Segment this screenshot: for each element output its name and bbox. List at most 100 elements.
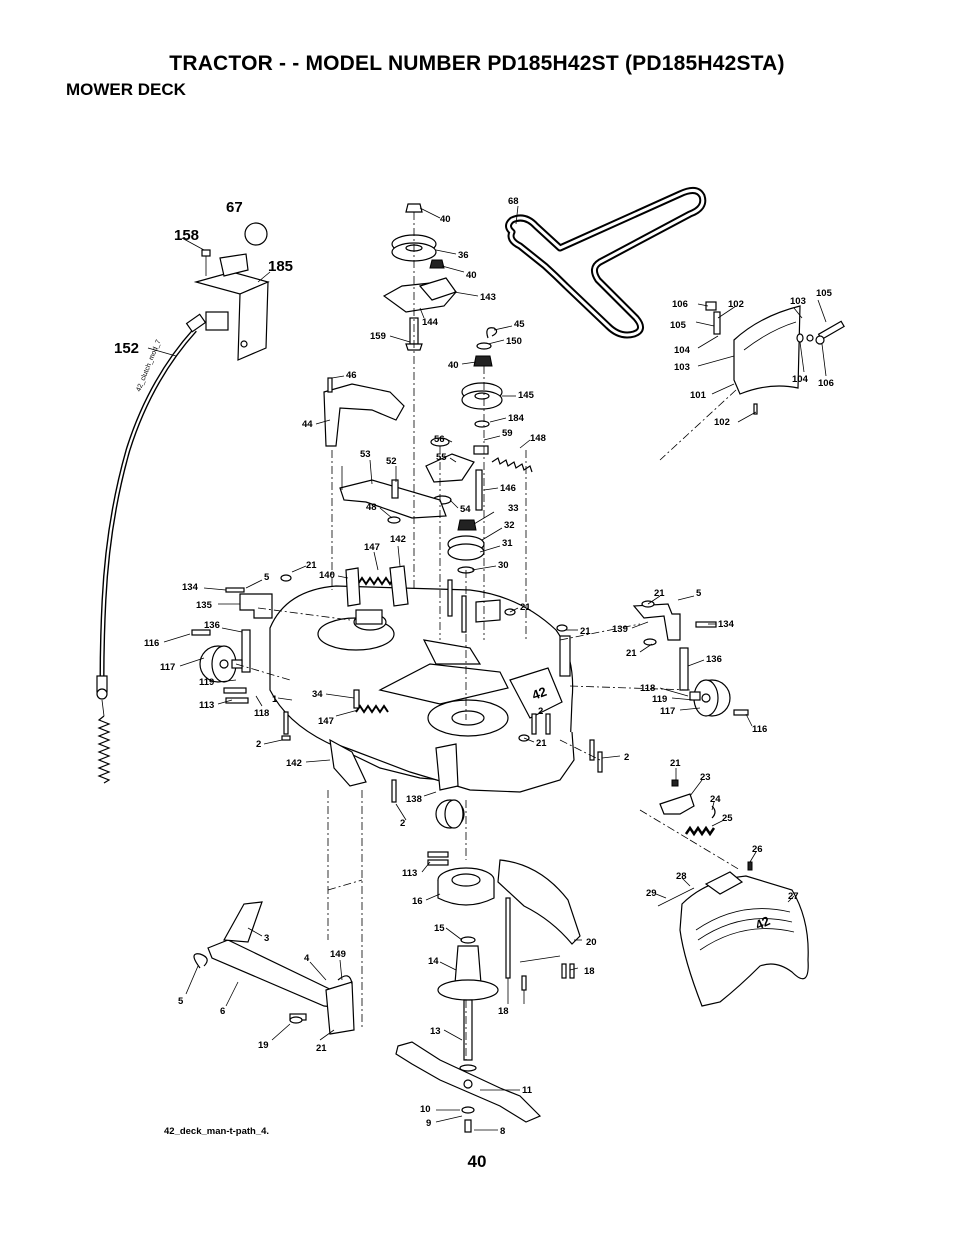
- part-label: 29: [646, 888, 657, 899]
- part-label: 116: [752, 724, 767, 735]
- discharge-chute: 42: [657, 861, 809, 1007]
- part-label: 148: [530, 433, 546, 444]
- part-label: 27: [788, 891, 799, 902]
- belt-guard-left: [323, 377, 405, 447]
- part-label: 152: [114, 340, 139, 357]
- part-label: 150: [506, 336, 522, 347]
- part-label: 40: [440, 214, 451, 225]
- part-label: 5: [264, 572, 270, 583]
- page-number: 40: [467, 1152, 487, 1171]
- part-label: 184: [508, 413, 525, 424]
- part-label: 149: [330, 949, 346, 960]
- clutch-bracket: [193, 222, 270, 361]
- part-label: 21: [520, 602, 531, 613]
- part-label: 134: [718, 619, 735, 630]
- idler-arm: [339, 466, 447, 524]
- part-label: 3: [264, 933, 269, 944]
- part-label: 67: [226, 199, 243, 216]
- part-label: 138: [406, 794, 422, 805]
- part-label: 18: [498, 1006, 509, 1017]
- part-label: 10: [420, 1104, 431, 1115]
- part-label: 119: [652, 694, 667, 705]
- part-label: 103: [790, 296, 806, 307]
- part-label: 185: [268, 258, 293, 275]
- part-label: 15: [434, 923, 445, 934]
- part-label: 24: [710, 794, 721, 805]
- part-label: 59: [502, 428, 513, 439]
- part-label: 113: [199, 700, 214, 711]
- part-label: 68: [508, 196, 519, 207]
- part-label: 55: [436, 452, 447, 463]
- part-label: 21: [580, 626, 591, 637]
- part-label: 21: [316, 1043, 327, 1054]
- part-label: 21: [306, 560, 317, 571]
- part-label: 142: [390, 534, 406, 545]
- part-label: 136: [204, 620, 220, 631]
- alignment-lines: [235, 212, 741, 1060]
- part-label: 119: [199, 677, 214, 688]
- part-label: 145: [518, 390, 535, 401]
- part-label: 139: [612, 624, 628, 635]
- page-title: TRACTOR - - MODEL NUMBER PD185H42ST (PD1…: [169, 52, 785, 75]
- drawing-file-id: 42_deck_man-t-path_4.: [164, 1126, 269, 1137]
- part-label: 101: [690, 390, 707, 401]
- part-label: 6: [220, 1006, 225, 1017]
- part-label: 102: [728, 299, 744, 310]
- part-label: 117: [160, 662, 175, 673]
- section-title: MOWER DECK: [66, 80, 186, 99]
- part-label: 20: [586, 937, 597, 948]
- part-label: 14: [428, 956, 439, 967]
- part-label: 118: [640, 683, 655, 694]
- part-label: 118: [254, 708, 269, 719]
- blade-spindle: [437, 867, 499, 1072]
- part-label: 134: [182, 582, 199, 593]
- part-label: 143: [480, 292, 496, 303]
- chute-logo: 42: [753, 913, 772, 933]
- part-label: 52: [386, 456, 397, 467]
- part-label: 5: [178, 996, 184, 1007]
- part-label: 2: [256, 739, 261, 750]
- mower-blade: [395, 1041, 542, 1133]
- part-label: 136: [706, 654, 722, 665]
- part-label: 104: [792, 374, 809, 385]
- part-label: 30: [498, 560, 509, 571]
- part-label: 158: [174, 227, 199, 244]
- part-label: 4: [304, 953, 310, 964]
- part-label: 18: [584, 966, 595, 977]
- clutch-cable: 42_clutch_mod_7: [96, 313, 207, 784]
- leader-lines: [147, 205, 827, 1131]
- part-label: 45: [514, 319, 525, 330]
- part-label: 44: [302, 419, 313, 430]
- part-label: 21: [670, 758, 681, 769]
- part-label: 113: [402, 868, 417, 879]
- part-label: 25: [722, 813, 733, 824]
- part-label: 40: [448, 360, 459, 371]
- part-label: 2: [538, 706, 543, 717]
- part-label: 117: [660, 706, 675, 717]
- part-label: 105: [670, 320, 687, 331]
- part-label: 31: [502, 538, 513, 549]
- belt-shield: [497, 859, 581, 963]
- part-label: 1: [272, 694, 278, 705]
- part-label: 34: [312, 689, 323, 700]
- part-label: 48: [366, 502, 377, 513]
- part-label: 28: [676, 871, 687, 882]
- part-label: 104: [674, 345, 691, 356]
- part-label: 147: [318, 716, 334, 727]
- part-labels: 67 158 185 152 40 36 40 143 144 159 45 1…: [114, 196, 834, 1137]
- part-label: 2: [624, 752, 629, 763]
- spring-bracket: [659, 779, 716, 837]
- part-label: 21: [626, 648, 637, 659]
- part-label: 146: [500, 483, 516, 494]
- part-label: 11: [522, 1085, 533, 1096]
- part-label: 102: [714, 417, 730, 428]
- part-label: 147: [364, 542, 380, 553]
- drive-belt: [505, 187, 707, 339]
- part-label: 8: [500, 1126, 505, 1137]
- part-label: 13: [430, 1026, 441, 1037]
- part-label: 32: [504, 520, 515, 531]
- part-label: 142: [286, 758, 302, 769]
- part-label: 54: [460, 504, 471, 515]
- part-label: 36: [458, 250, 469, 261]
